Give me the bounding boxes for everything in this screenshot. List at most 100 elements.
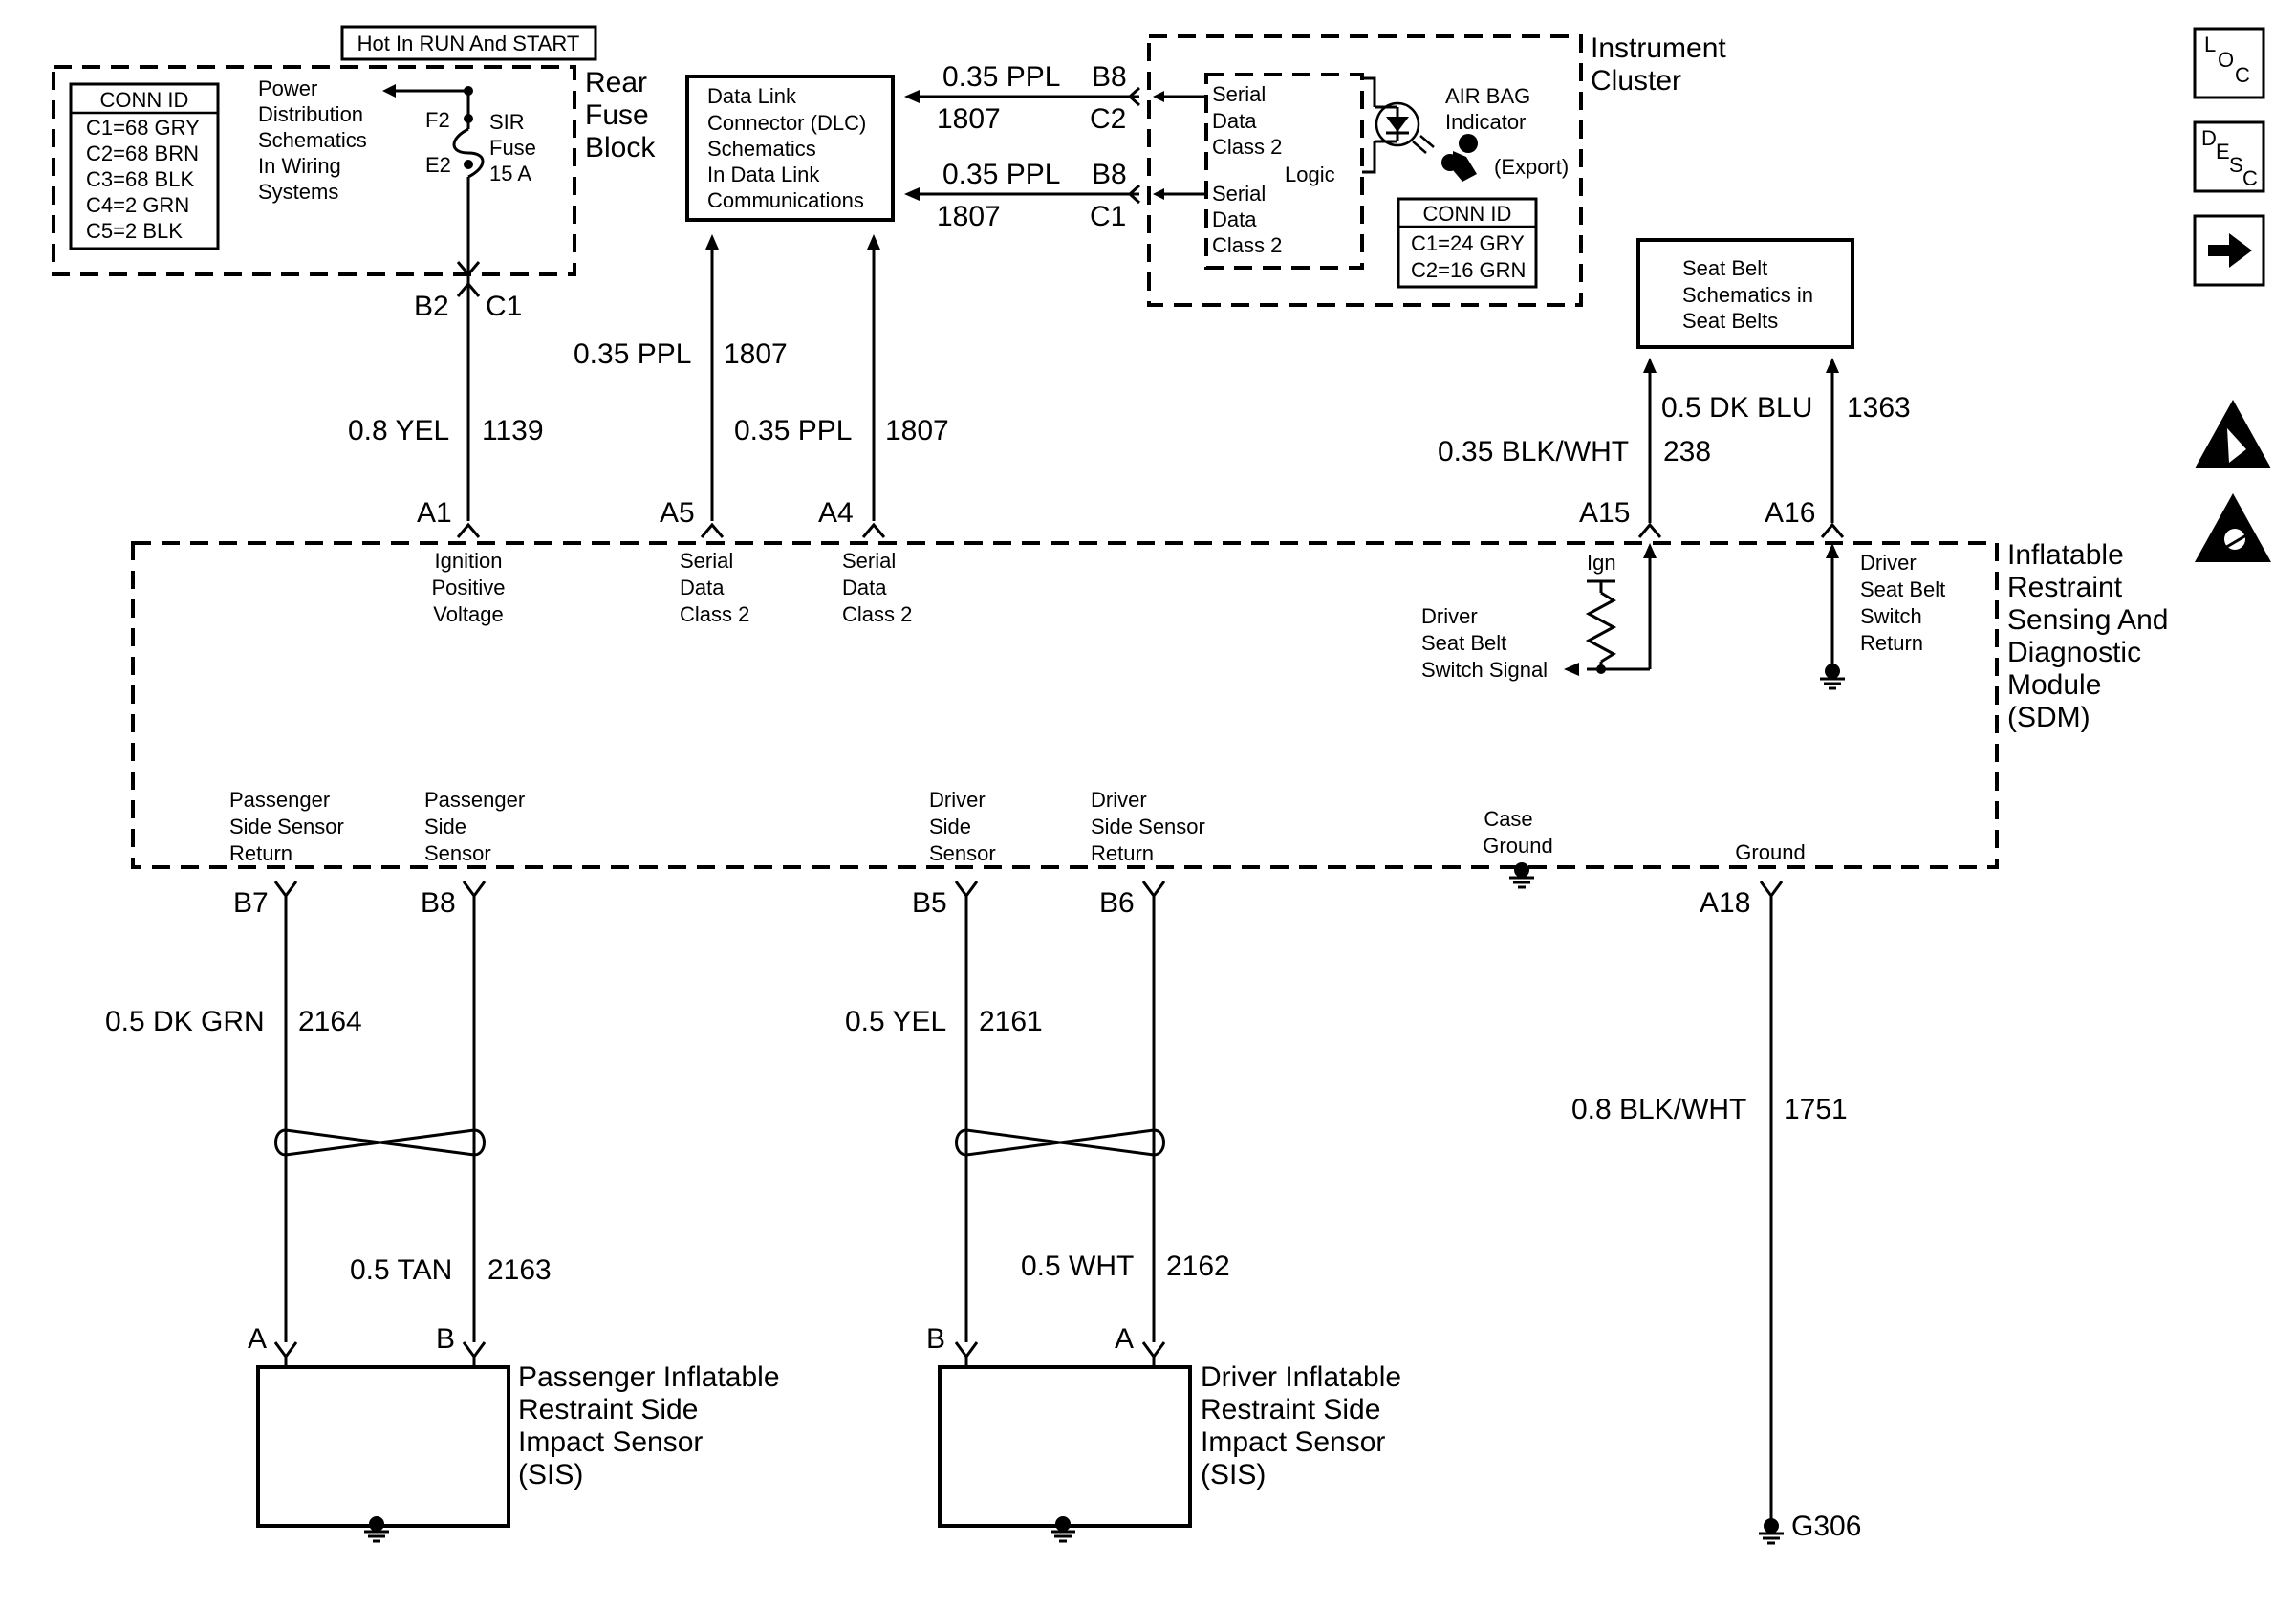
led-ray-1 bbox=[1412, 141, 1427, 154]
fuse-e2-terminal bbox=[464, 160, 473, 169]
fuse-pin-e2: E2 bbox=[425, 153, 451, 177]
cluster-logic-label: Logic bbox=[1285, 163, 1335, 186]
a18-wire-circuit: 1751 bbox=[1784, 1094, 1848, 1125]
seat-belt-line-2: Schematics in bbox=[1682, 283, 1813, 307]
sdm-title-6: (SDM) bbox=[2007, 702, 2090, 733]
sdm-a1-connector bbox=[456, 522, 481, 538]
g306-ground-icon bbox=[1757, 1516, 1786, 1545]
a16-wire-circuit: 1363 bbox=[1847, 392, 1911, 424]
b7-wire-circuit: 2164 bbox=[298, 1006, 362, 1037]
sdm-pin-a1: A1 bbox=[417, 497, 452, 529]
hot-in-run-label: Hot In RUN And START bbox=[357, 32, 580, 55]
sir-fuse-label-2: Fuse bbox=[489, 136, 536, 160]
fuse-block-connector-symbol-2 bbox=[456, 281, 481, 297]
a16-return-ground-icon bbox=[1818, 662, 1847, 690]
led-ray-2 bbox=[1419, 135, 1435, 148]
cluster-serial2-1: Serial bbox=[1212, 182, 1266, 206]
a15-up-arrowhead bbox=[1643, 358, 1657, 373]
b7-wire-color: 0.5 DK GRN bbox=[105, 1006, 265, 1037]
esd-hand-warning-icon bbox=[2195, 493, 2271, 562]
loc-icon[interactable] bbox=[2193, 27, 2265, 99]
dlc-box bbox=[685, 75, 895, 222]
sdm-a4-serial-2: Data bbox=[842, 576, 887, 599]
driver-return-1: Driver bbox=[1860, 551, 1917, 575]
cluster-conn-id-1: C1=24 GRY bbox=[1411, 231, 1525, 255]
airbag-export-label: (Export) bbox=[1494, 155, 1569, 179]
a16-internal-arrowhead bbox=[1826, 543, 1839, 558]
sdm-pin-a4: A4 bbox=[818, 497, 854, 529]
sdm-a5-serial-2: Data bbox=[680, 576, 725, 599]
cluster-serial2-3: Class 2 bbox=[1212, 233, 1282, 257]
dlc-top-circuit: 1807 bbox=[937, 103, 1001, 135]
led-return-wire bbox=[1362, 141, 1376, 174]
pass-sensor-3: Sensor bbox=[424, 841, 491, 865]
sdm-pin-b6: B6 bbox=[1099, 887, 1135, 919]
b8-wire-circuit: 2163 bbox=[487, 1254, 552, 1286]
desc-icon-s: S bbox=[2229, 153, 2243, 177]
airbag-occupant-icon bbox=[1441, 134, 1478, 182]
a15-internal-arrowhead bbox=[1643, 543, 1657, 558]
drv-sensor-3: Sensor bbox=[929, 841, 996, 865]
a4-wire-color: 0.35 PPL bbox=[734, 415, 852, 446]
passenger-twisted-pair-symbol bbox=[274, 1128, 486, 1157]
fuse-f2-terminal bbox=[464, 114, 473, 123]
fuse-conn-id-box bbox=[69, 82, 220, 250]
driver-signal-1: Driver bbox=[1421, 604, 1478, 628]
power-note-5: Systems bbox=[258, 180, 338, 204]
seat-belt-box bbox=[1636, 238, 1854, 349]
cluster-serial-in-1-arrow bbox=[1153, 91, 1164, 102]
rear-fuse-block-title-3: Block bbox=[585, 132, 656, 163]
pass-return-2: Side Sensor bbox=[229, 815, 344, 838]
pass-return-1: Passenger bbox=[229, 788, 330, 812]
desc-icon[interactable] bbox=[2193, 120, 2265, 193]
dlc-top-pin-c2: C2 bbox=[1090, 103, 1126, 135]
a15-wire-color: 0.35 BLK/WHT bbox=[1438, 436, 1629, 468]
b5-wire-color: 0.5 YEL bbox=[845, 1006, 946, 1037]
sdm-title-5: Module bbox=[2007, 669, 2101, 701]
driver-return-4: Return bbox=[1860, 631, 1923, 655]
passenger-sis-title-2: Restraint Side bbox=[518, 1394, 698, 1425]
fuse-pin-f2: F2 bbox=[425, 108, 450, 132]
sdm-b7-connector bbox=[273, 881, 298, 899]
cluster-conn-id-box bbox=[1397, 197, 1538, 289]
pass-sis-pin-b: B bbox=[436, 1323, 455, 1355]
fuse-feed-splice bbox=[464, 86, 473, 96]
loc-icon-l: L bbox=[2204, 33, 2216, 56]
dlc-line-2: Connector (DLC) bbox=[707, 111, 866, 135]
hot-in-run-banner bbox=[340, 25, 597, 61]
sdm-title-1: Inflatable bbox=[2007, 539, 2124, 571]
led-feed-wire bbox=[1362, 76, 1376, 107]
rear-fuse-block-title-1: Rear bbox=[585, 67, 647, 98]
b6-wire-color: 0.5 WHT bbox=[1021, 1251, 1134, 1282]
dlc-line-3: Schematics bbox=[707, 137, 816, 161]
sdm-pin-a5: A5 bbox=[660, 497, 695, 529]
driver-sis-title-3: Impact Sensor bbox=[1201, 1426, 1385, 1458]
drv-return-3: Return bbox=[1091, 841, 1154, 865]
fuse-conn-id-3: C3=68 BLK bbox=[86, 167, 194, 191]
rear-fuse-block-title-2: Fuse bbox=[585, 99, 649, 131]
power-note-2: Distribution bbox=[258, 102, 363, 126]
b8-wire-color: 0.5 TAN bbox=[350, 1254, 452, 1286]
cluster-serial1-2: Data bbox=[1212, 109, 1257, 133]
sdm-title-3: Sensing And bbox=[2007, 604, 2168, 636]
a16-up-arrowhead bbox=[1826, 358, 1839, 373]
b6-wire-circuit: 2162 bbox=[1166, 1251, 1230, 1282]
sdm-a15-connector bbox=[1637, 522, 1662, 538]
driver-sis-title-2: Restraint Side bbox=[1201, 1394, 1380, 1425]
cluster-conn-id-2: C2=16 GRN bbox=[1411, 258, 1526, 282]
sdm-pin-a15: A15 bbox=[1579, 497, 1630, 529]
driver-signal-2: Seat Belt bbox=[1421, 631, 1506, 655]
sdm-ground-label: Ground bbox=[1735, 840, 1805, 864]
fuse-conn-id-header: CONN ID bbox=[100, 88, 189, 112]
sir-fuse-symbol bbox=[452, 127, 485, 179]
driver-signal-3: Switch Signal bbox=[1421, 658, 1548, 682]
pass-sensor-2: Side bbox=[424, 815, 466, 838]
sdm-ign-label: Ign bbox=[1587, 551, 1616, 575]
cluster-c1-connector bbox=[1127, 184, 1141, 205]
sdm-ignition-3: Voltage bbox=[433, 602, 503, 626]
driver-sis-box bbox=[938, 1365, 1192, 1528]
cluster-title-1: Instrument bbox=[1591, 33, 1726, 64]
dlc-top-pin-b8: B8 bbox=[1092, 61, 1127, 93]
switch-signal-arrowhead bbox=[1564, 663, 1579, 676]
drv-sensor-2: Side bbox=[929, 815, 971, 838]
